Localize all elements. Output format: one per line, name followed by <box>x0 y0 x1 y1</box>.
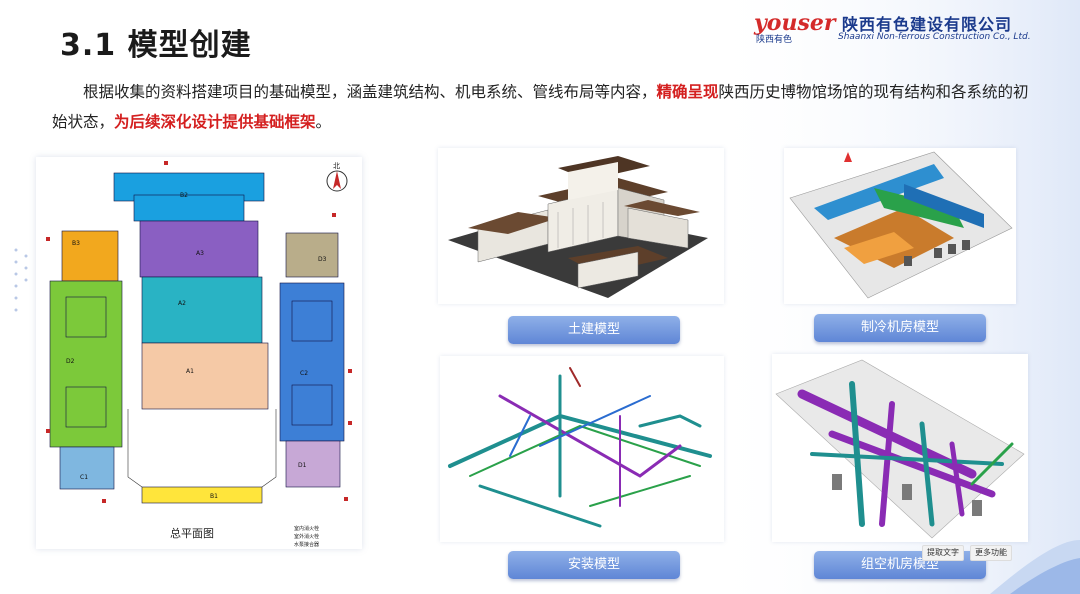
logo-brand: youser <box>754 10 836 36</box>
civil-model-image <box>438 148 724 304</box>
extract-text-button[interactable]: 提取文字 <box>922 545 964 561</box>
ocr-toolbar: 提取文字 更多功能 <box>922 545 1012 561</box>
civil-model-label: 土建模型 <box>508 316 680 344</box>
intro-text-1: 根据收集的资料搭建项目的基础模型，涵盖建筑结构、机电系统、管线布局等内容， <box>83 83 657 101</box>
legend-item: 室内消火栓 <box>294 526 320 532</box>
installation-model-image <box>440 356 724 542</box>
more-functions-button[interactable]: 更多功能 <box>970 545 1012 561</box>
north-arrow-icon <box>326 170 348 192</box>
floor-plan-drawing: 北 B2 B3 A3 D3 A <box>46 161 352 504</box>
refrigeration-room-model-label: 制冷机房模型 <box>814 314 986 342</box>
intro-text-3: 。 <box>315 113 332 131</box>
logo-company-en: Shaanxi Non-ferrous Construction Co., Lt… <box>838 32 1031 42</box>
company-logo: youser 陕西有色建设有限公司 陕西有色 Shaanxi Non-ferro… <box>754 10 1054 50</box>
zone-label: B1 <box>210 493 218 500</box>
logo-brand-cn: 陕西有色 <box>756 35 793 45</box>
zone-label: D2 <box>66 358 75 365</box>
zone-label: B3 <box>72 240 80 247</box>
zone-label: D1 <box>298 462 307 469</box>
installation-model-label: 安装模型 <box>508 551 680 579</box>
intro-highlight-1: 精确呈现 <box>656 83 719 101</box>
intro-text-2: 陕西历史博物馆场馆的现有结构和各系统的初始状态， <box>52 83 1029 131</box>
zone-label: D3 <box>318 256 327 263</box>
legend-item: 室外消火栓 <box>294 534 320 540</box>
ahu-room-model-image <box>772 354 1028 542</box>
floor-plan-caption: 总平面图 <box>170 527 214 540</box>
zone-label: C1 <box>80 474 88 481</box>
north-label: 北 <box>333 162 340 170</box>
floor-plan-legend: 室内消火栓 室外消火栓 水泵接合器 <box>294 525 319 549</box>
zone-label: A3 <box>196 250 204 257</box>
page-title: 3.1 模型创建 <box>60 28 252 63</box>
zone-label: A1 <box>186 368 194 375</box>
floor-plan-panel: 北 B2 B3 A3 D3 A <box>36 157 362 549</box>
legend-item: 水泵接合器 <box>294 542 320 548</box>
zone-label: C2 <box>300 370 308 377</box>
logo-company-cn: 陕西有色建设有限公司 <box>842 15 1013 34</box>
refrigeration-room-model-image <box>784 148 1016 304</box>
intro-paragraph: 根据收集的资料搭建项目的基础模型，涵盖建筑结构、机电系统、管线布局等内容，精确呈… <box>52 77 1042 137</box>
intro-highlight-2: 为后续深化设计提供基础框架 <box>114 113 316 131</box>
zone-label: B2 <box>180 192 188 199</box>
zone-label: A2 <box>178 300 186 307</box>
